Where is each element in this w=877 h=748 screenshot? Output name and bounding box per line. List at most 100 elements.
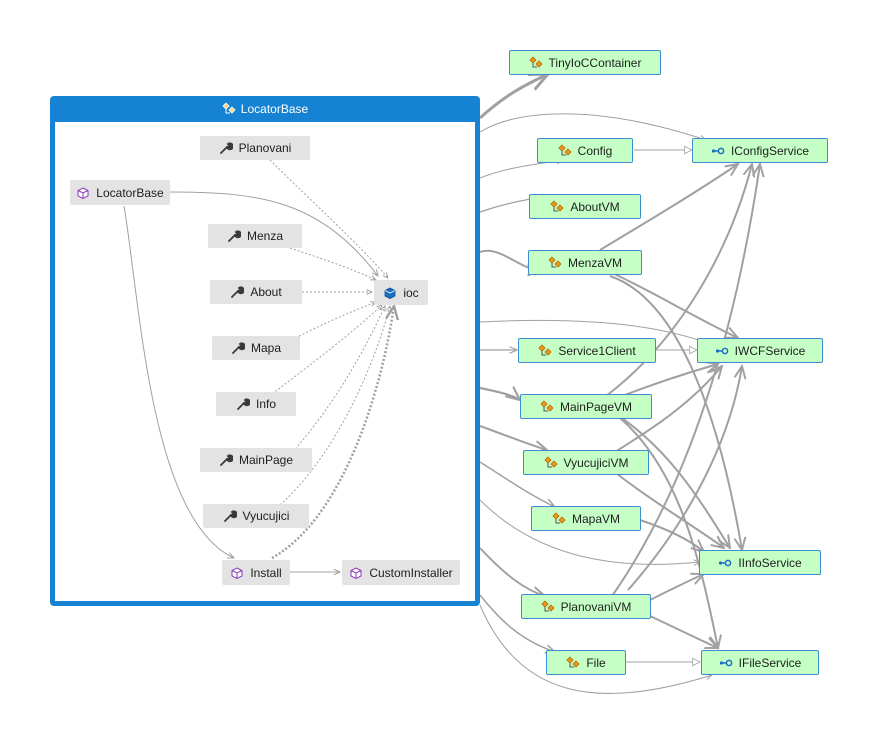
node-label: Vyucujici — [242, 509, 290, 523]
class-node-config[interactable]: Config — [537, 138, 633, 163]
interface-icon — [719, 656, 733, 670]
class-node-planovanivm[interactable]: PlanovaniVM — [521, 594, 651, 619]
edge-group-file — [479, 594, 555, 652]
cube-icon — [349, 566, 363, 580]
node-label: Planovani — [238, 141, 292, 155]
node-label: MainPage — [238, 453, 294, 467]
edge-mainpagevm-ifile — [619, 417, 718, 648]
edge-planovanivm-iconfig — [611, 164, 760, 597]
class-icon — [541, 599, 555, 614]
edge-menzavm-iinfo — [609, 275, 742, 550]
interface-icon — [711, 144, 725, 158]
node-label: Service1Client — [558, 343, 636, 358]
wrench-icon — [223, 509, 237, 523]
interface-node-ifileservice[interactable]: IFileService — [701, 650, 819, 675]
class-node-install[interactable]: Install — [222, 560, 290, 585]
edge-planovanivm-ifile — [649, 615, 718, 648]
edge-group-iinfo — [479, 499, 700, 564]
class-node-menzavm[interactable]: MenzaVM — [528, 250, 642, 275]
class-icon — [543, 455, 558, 470]
node-label: Info — [255, 397, 276, 411]
property-node-info[interactable]: Info — [216, 392, 296, 416]
edge-vyucujicivm-iinfo — [611, 469, 724, 548]
node-label: LocatorBase — [96, 185, 164, 200]
group-header: LocatorBase — [50, 99, 480, 119]
class-node-service1client[interactable]: Service1Client — [518, 338, 656, 363]
node-label: TinyIoCContainer — [548, 55, 642, 70]
node-label: ioc — [403, 285, 419, 300]
node-label: File — [586, 655, 606, 670]
class-icon — [548, 255, 562, 270]
field-node-ioc[interactable]: ioc — [374, 280, 428, 305]
class-node-custominstaller[interactable]: CustomInstaller — [342, 560, 460, 585]
class-icon — [558, 143, 572, 158]
edge-group-planovanivm — [479, 547, 545, 596]
cube-icon — [230, 566, 244, 580]
wrench-icon — [219, 141, 233, 155]
node-label: IWCFService — [734, 343, 806, 358]
node-label: Mapa — [250, 341, 282, 355]
edge-group-vyucujicivm — [479, 425, 547, 450]
interface-node-iinfoservice[interactable]: IInfoService — [699, 550, 821, 575]
property-node-mapa[interactable]: Mapa — [212, 336, 300, 360]
class-icon — [540, 399, 554, 414]
edge-mainpagevm-iinfo — [615, 413, 730, 548]
class-icon — [222, 102, 236, 116]
edge-group-ifile — [479, 604, 712, 695]
group-title: LocatorBase — [240, 102, 309, 116]
node-label: MenzaVM — [567, 255, 623, 270]
class-icon — [528, 55, 543, 70]
wrench-icon — [236, 397, 250, 411]
class-icon — [538, 343, 552, 358]
class-node-tinyioccontainer[interactable]: TinyIoCContainer — [509, 50, 661, 75]
node-label: About — [250, 285, 282, 299]
interface-icon — [718, 556, 732, 570]
node-label: Install — [250, 565, 282, 580]
property-node-menza[interactable]: Menza — [208, 224, 302, 248]
edge-menzavm-iconfig — [599, 164, 738, 251]
class-node-aboutvm[interactable]: AboutVM — [529, 194, 641, 219]
node-label: AboutVM — [570, 199, 620, 214]
class-icon — [566, 655, 580, 670]
edge-vyucujicivm-iwcf — [611, 366, 722, 455]
property-node-planovani[interactable]: Planovani — [200, 136, 310, 160]
node-label: MapaVM — [571, 511, 621, 526]
edge-planovanivm-iinfo — [649, 574, 704, 601]
class-node-mapavm[interactable]: MapaVM — [531, 506, 641, 531]
wrench-icon — [227, 229, 241, 243]
node-label: Config — [577, 143, 613, 158]
class-node-locatorbase[interactable]: LocatorBase — [70, 180, 170, 205]
edge-group-mapavm — [479, 461, 555, 507]
edge-group-iwcf-a — [479, 319, 712, 345]
cube-icon — [76, 186, 90, 200]
interface-node-iconfigservice[interactable]: IConfigService — [692, 138, 828, 163]
node-label: VyucujiciVM — [563, 455, 629, 470]
property-node-vyucujici[interactable]: Vyucujici — [203, 504, 309, 528]
wrench-icon — [219, 453, 233, 467]
edge-mapavm-iinfo — [639, 519, 704, 552]
class-node-mainpagevm[interactable]: MainPageVM — [520, 394, 652, 419]
edge-menzavm-iwcf — [609, 271, 738, 338]
edge-planovanivm-iwcf — [627, 366, 742, 591]
field-icon — [383, 286, 397, 300]
node-label: IConfigService — [730, 143, 810, 158]
class-icon — [550, 199, 564, 214]
property-node-mainpage[interactable]: MainPage — [200, 448, 312, 472]
class-node-file[interactable]: File — [546, 650, 626, 675]
edge-group-tinyioc — [478, 74, 548, 120]
node-label: Menza — [246, 229, 284, 243]
wrench-icon — [230, 285, 245, 299]
property-node-about[interactable]: About — [210, 280, 302, 304]
node-label: MainPageVM — [559, 399, 633, 414]
node-label: PlanovaniVM — [560, 599, 632, 614]
interface-icon — [715, 344, 729, 358]
interface-node-iwcfservice[interactable]: IWCFService — [697, 338, 823, 363]
edge-mainpagevm-iconfig — [605, 164, 752, 397]
class-node-vyucujicivm[interactable]: VyucujiciVM — [523, 450, 649, 475]
node-label: IFileService — [738, 655, 802, 670]
wrench-icon — [231, 341, 245, 355]
node-label: IInfoService — [738, 555, 802, 570]
node-label: CustomInstaller — [369, 565, 453, 580]
class-icon — [552, 511, 566, 526]
